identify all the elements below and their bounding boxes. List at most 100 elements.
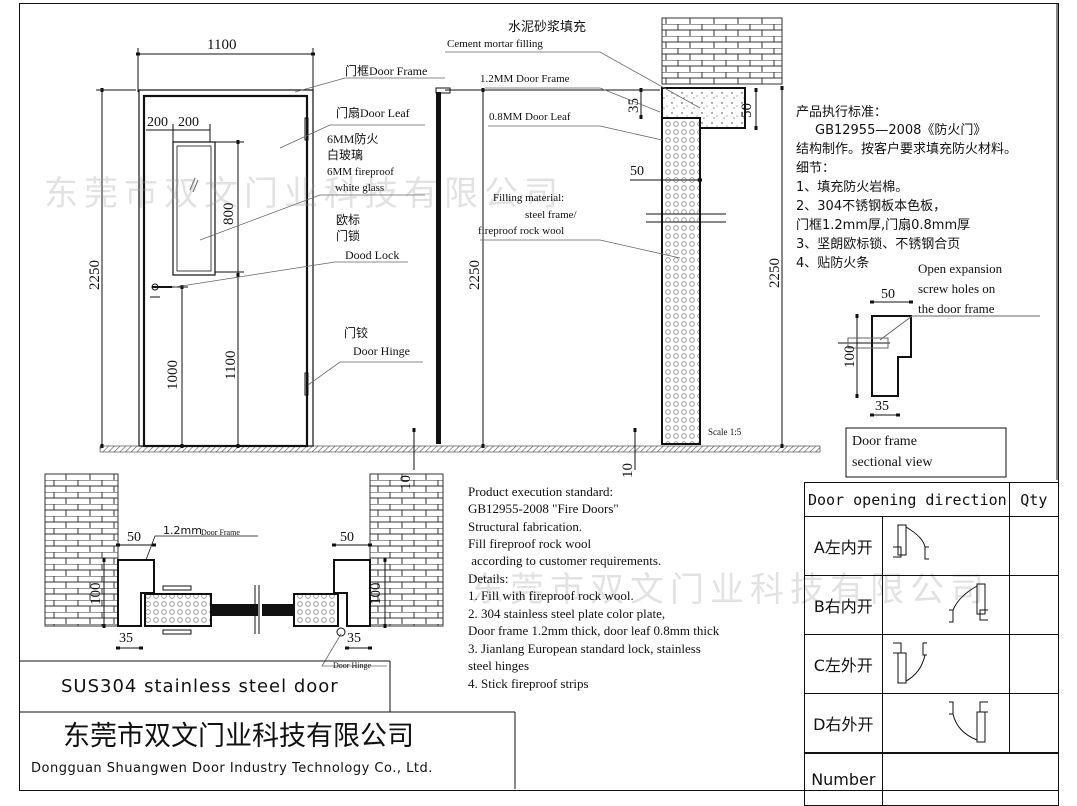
notes-en-12: 4. Stick fireproof strips <box>468 676 589 691</box>
notes-en-7: 1. Fill with fireproof rock wool. <box>468 588 634 603</box>
direction-label-b: B右内开 <box>804 575 883 635</box>
section-height-dim: 2250 <box>767 258 783 288</box>
frame-section-note-2: screw holes on <box>918 281 996 296</box>
notes-en-3: Structural fabrication. <box>468 519 583 534</box>
plan-left-bottom: 35 <box>119 631 133 646</box>
dim-glass-offset-1: 200 <box>147 115 168 130</box>
qty-cell-a[interactable] <box>1008 516 1060 576</box>
frame-label: 1.2MM Door Frame <box>480 73 570 85</box>
frame-section-height: 100 <box>842 345 858 369</box>
notes-en-6: Details: <box>468 571 509 586</box>
door-swing-right-outward-icon <box>948 701 988 743</box>
frame-section-width: 50 <box>881 287 895 302</box>
dim-width: 1100 <box>207 37 237 53</box>
callout-glass-cn-1: 6MM防火 <box>327 132 379 146</box>
door-swing-left-inward-icon <box>892 524 929 560</box>
frame-section-note-3: the door frame <box>918 301 995 316</box>
dim-height: 2250 <box>87 260 103 290</box>
direction-icon-d <box>881 693 1010 754</box>
dim-glass-offset-2: 200 <box>178 115 199 130</box>
notes-en-5: according to customer requirements. <box>468 553 662 568</box>
direction-row-c[interactable]: C左外开 <box>804 634 1060 694</box>
notes-cn-5: 1、填充防火岩棉。 <box>796 180 909 195</box>
notes-cn-1: 产品执行标准： <box>796 105 888 120</box>
direction-row-b[interactable]: B右内开 <box>804 575 1060 635</box>
plan-hinge-label: Door Hinge <box>333 661 371 670</box>
direction-label-c: C左外开 <box>804 634 883 694</box>
notes-cn-2: GB12955—2008《防火门》 <box>815 123 987 138</box>
callout-glass-en-1: 6MM fireproof <box>327 166 394 178</box>
plan-right-bottom: 35 <box>347 631 361 646</box>
leaf-label: 0.8MM Door Leaf <box>489 111 571 123</box>
direction-row-a[interactable]: A左内开 <box>804 516 1060 576</box>
frame-section-caption-1: Door frame <box>852 434 917 449</box>
callout-lock-en: Dood Lock <box>345 248 400 262</box>
dim-glass-height: 800 <box>221 202 237 226</box>
filling-2: steel frame/ <box>525 209 577 221</box>
frame-section-bottom: 35 <box>875 399 889 414</box>
notes-cn-4: 细节： <box>796 161 836 176</box>
frame-depth-dim: 35 <box>626 98 642 113</box>
direction-label-d: D右外开 <box>804 693 883 754</box>
notes-cn-9: 4、贴防火条 <box>796 256 870 271</box>
filling-3: fireproof rock wool <box>478 225 565 237</box>
notes-cn-3: 结构制作。按客户要求填充防火材料。 <box>796 142 1018 157</box>
frame-width-dim: 50 <box>739 103 755 118</box>
callout-door-frame: 门框Door Frame <box>345 64 428 78</box>
frame-section-caption-2: sectional view <box>852 455 933 470</box>
frame-section-note-1: Open expansion <box>918 261 1003 276</box>
notes-en-10: 3. Jianlang European standard lock, stai… <box>468 641 701 656</box>
side-height-dim: 2250 <box>467 260 483 290</box>
section-floor-gap: 10 <box>620 463 636 478</box>
qty-cell-b[interactable] <box>1008 575 1060 635</box>
callout-lock-cn-2: 门锁 <box>336 229 361 243</box>
product-title: SUS304 stainless steel door <box>61 676 339 697</box>
cement-cn: 水泥砂浆填充 <box>508 19 587 34</box>
company-name-cn: 东莞市双文门业科技有限公司 <box>63 721 414 752</box>
callout-door-leaf: 门扇Door Leaf <box>336 106 410 120</box>
plan-frame-label-2: Door Frame <box>201 528 240 537</box>
direction-label-a: A左内开 <box>804 516 883 576</box>
dim-lock-height: 1000 <box>165 360 181 390</box>
door-direction-table: Door opening direction Qty A左内开 B右内开 C左外… <box>804 482 1060 806</box>
door-swing-right-inward-icon <box>948 583 988 623</box>
number-label: Number <box>804 752 883 806</box>
callout-glass-en-2: white glass <box>335 182 385 194</box>
direction-row-d[interactable]: D右外开 <box>804 693 1060 754</box>
callout-lock-cn-1: 欧标 <box>336 213 361 227</box>
notes-cn-7: 门框1.2mm厚,门扇0.8mm厚 <box>796 218 971 233</box>
notes-en-1: Product execution standard: <box>468 484 614 499</box>
door-swing-left-outward-icon <box>892 642 927 684</box>
company-name-en: Dongguan Shuangwen Door Industry Technol… <box>31 761 433 776</box>
leaf-thickness-dim: 50 <box>630 164 644 179</box>
direction-icon-a <box>881 516 1010 576</box>
header-direction: Door opening direction <box>804 482 1010 517</box>
notes-en-4: Fill fireproof rock wool <box>468 536 592 551</box>
scale-label: Scale 1:5 <box>708 427 742 437</box>
notes-en-11: steel hinges <box>468 658 530 673</box>
notes-cn-8: 3、坚朗欧标锁、不锈钢合页 <box>796 237 961 252</box>
filling-1: Filling material: <box>493 192 565 204</box>
header-qty: Qty <box>1008 482 1060 517</box>
plan-right-depth: 100 <box>368 582 384 606</box>
callout-glass-cn-2: 白玻璃 <box>327 148 364 162</box>
callout-hinge-en: Door Hinge <box>353 344 410 358</box>
dim-glass-bottom: 1100 <box>223 350 239 380</box>
notes-en-2: GB12955-2008 "Fire Doors" <box>468 501 619 516</box>
side-floor-gap: 10 <box>398 475 414 490</box>
plan-frame-label: 1.2mm <box>163 524 202 537</box>
cement-en: Cement mortar filling <box>447 38 543 50</box>
callout-hinge-cn: 门铰 <box>344 326 369 340</box>
plan-right-width: 50 <box>340 530 354 545</box>
notes-cn-6: 2、304不锈钢板本色板， <box>796 199 947 214</box>
qty-cell-c[interactable] <box>1008 634 1060 694</box>
plan-left-depth: 100 <box>88 582 104 606</box>
notes-en-9: Door frame 1.2mm thick, door leaf 0.8mm … <box>468 623 720 638</box>
drawing-border <box>19 3 1059 791</box>
plan-left-width: 50 <box>127 530 141 545</box>
qty-cell-d[interactable] <box>1008 693 1060 754</box>
number-value[interactable] <box>881 752 1060 806</box>
direction-icon-c <box>881 634 1010 694</box>
notes-en-8: 2. 304 stainless steel plate color plate… <box>468 606 666 621</box>
